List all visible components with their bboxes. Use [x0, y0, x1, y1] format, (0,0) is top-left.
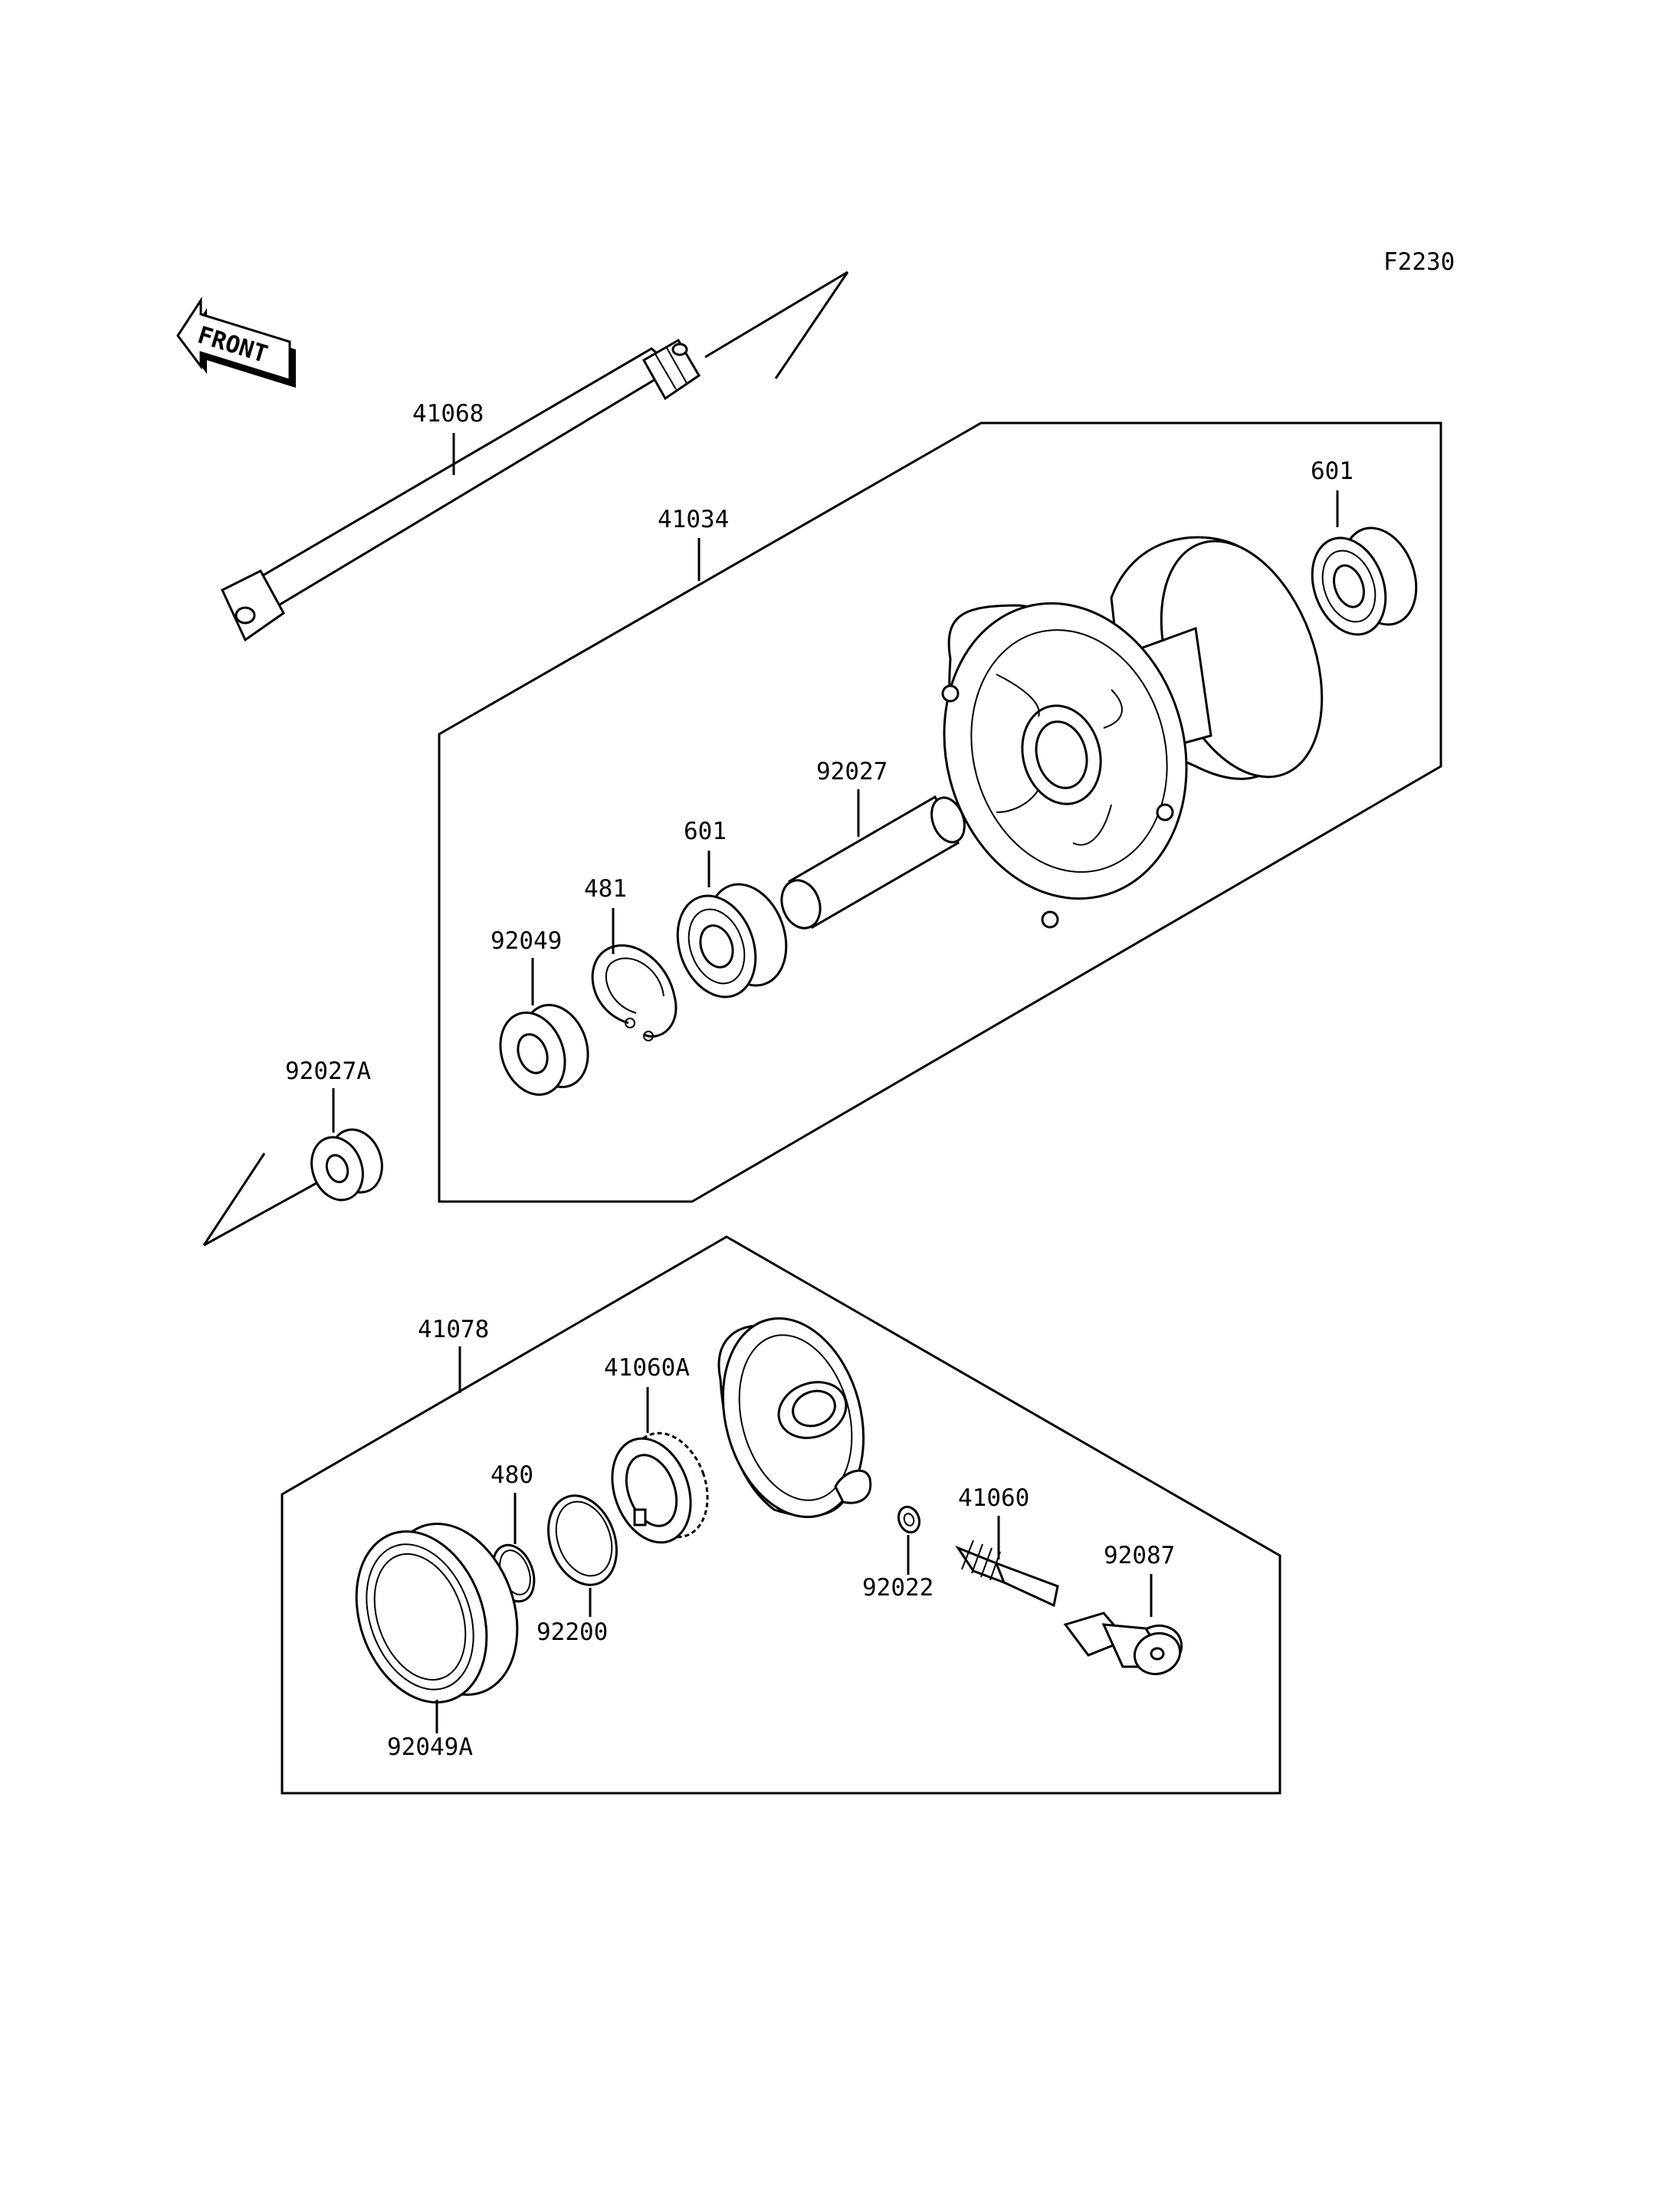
label-41034: 41034 [658, 506, 729, 533]
label-92049A: 92049A [387, 1733, 473, 1761]
label-41060: 41060 [958, 1484, 1029, 1512]
label-92027: 92027 [816, 758, 888, 785]
hub-assembly-box [438, 421, 1442, 1203]
bearing-601-left [676, 883, 788, 998]
bearing-601-right [1311, 526, 1418, 636]
label-92200: 92200 [536, 1618, 608, 1646]
label-480: 480 [491, 1461, 533, 1489]
spacer-92027 [780, 795, 966, 930]
label-92027A: 92027A [285, 1058, 371, 1085]
collar-92027A [202, 1128, 383, 1247]
label-41060A: 41060A [604, 1354, 690, 1382]
bushing-92087 [1063, 1612, 1183, 1675]
figure-code: F2230 [1383, 248, 1455, 276]
label-481: 481 [584, 875, 627, 903]
washer-92022 [897, 1505, 921, 1534]
axle-41068 [221, 271, 849, 642]
label-41078: 41078 [418, 1316, 489, 1343]
label-92022: 92022 [862, 1574, 934, 1602]
pinion-41060 [955, 1540, 1059, 1608]
label-601-right: 601 [1311, 457, 1354, 485]
ring-92200 [547, 1494, 618, 1586]
brake-panel-assembly-box [281, 1235, 1281, 1795]
circlip-481 [591, 944, 678, 1041]
label-41068: 41068 [412, 400, 484, 428]
wheel-hub-41034 [941, 536, 1324, 929]
front-arrow-icon: FRONT [176, 296, 296, 388]
label-92087: 92087 [1104, 1542, 1175, 1569]
brake-panel-41078 [717, 1317, 872, 1519]
gear-41060A [611, 1431, 709, 1544]
seal-92049 [499, 1004, 589, 1096]
label-92049: 92049 [491, 927, 562, 955]
label-601-left: 601 [684, 818, 727, 845]
seal-92049A [355, 1523, 519, 1703]
